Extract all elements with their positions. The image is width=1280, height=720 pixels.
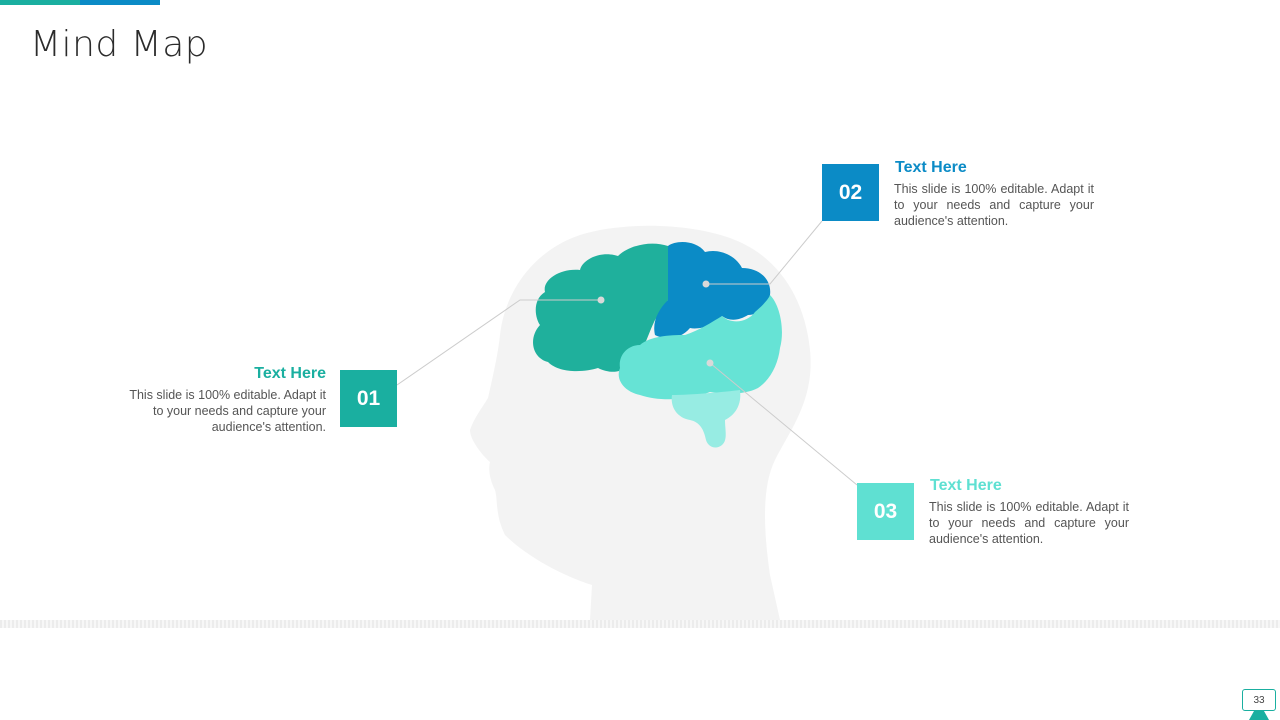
accent-bar-blue <box>80 0 160 5</box>
connector-line-01 <box>396 299 601 386</box>
connector-line-02 <box>706 220 823 285</box>
item-02-description: This slide is 100% editable. Adapt it to… <box>894 182 1094 228</box>
item-03-description: This slide is 100% editable. Adapt it to… <box>929 500 1129 546</box>
floor-band <box>0 620 1280 628</box>
item-03-number-box: 03 <box>857 483 914 540</box>
brain-stem <box>671 390 741 448</box>
slide-title: Mind Map <box>30 24 209 65</box>
connector-line-03 <box>709 362 858 486</box>
connector-dot-01 <box>597 296 605 304</box>
connector-lines <box>396 220 858 486</box>
page-number-badge: 33 <box>1242 689 1276 711</box>
connector-dot-02 <box>702 280 710 288</box>
page-number-stand <box>1249 711 1269 720</box>
item-01-number-box: 01 <box>340 370 397 427</box>
brain-lobe-teal <box>533 243 668 372</box>
brain-lobe-aqua <box>618 295 782 400</box>
connector-dot-03 <box>706 359 714 367</box>
item-02-title: Text Here <box>895 159 967 176</box>
brain-lobe-blue <box>654 242 771 339</box>
item-03-title: Text Here <box>930 477 1002 494</box>
item-01-description: This slide is 100% editable. Adapt it to… <box>129 388 326 434</box>
item-02-number-box: 02 <box>822 164 879 221</box>
item-01-title: Text Here <box>254 365 326 382</box>
accent-bar-teal <box>0 0 80 5</box>
